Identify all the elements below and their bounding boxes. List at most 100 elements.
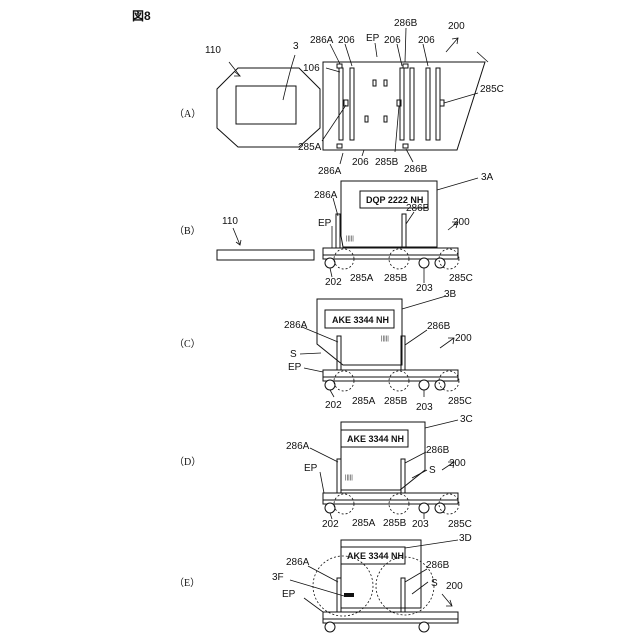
label-285B-b: 285B (384, 273, 408, 284)
label-285A-c: 285A (352, 396, 376, 407)
label-ep-b: EP (318, 218, 332, 229)
wheel (325, 380, 335, 390)
label-286B-a-bottom: 286B (404, 164, 428, 175)
label-286A-b: 286A (314, 190, 338, 201)
label-200-e: 200 (446, 581, 463, 592)
panel-e-label: （E） (174, 577, 200, 589)
label-286A-a-bottom: 286A (318, 166, 342, 177)
code-mark-3A: ||||| (346, 236, 354, 242)
pallet-edge (477, 52, 488, 62)
hole (373, 80, 376, 86)
label-286B-d: 286B (426, 445, 450, 456)
wheel (325, 622, 335, 632)
panel-b-label: （B） (174, 225, 201, 237)
label-206-a-2: 206 (384, 35, 401, 46)
label-200-a: 200 (448, 21, 465, 32)
stop-286A-bottom (337, 144, 342, 148)
rail-206-6 (436, 68, 440, 140)
dolly-110-side (217, 250, 314, 260)
leader-286A-bottom (340, 153, 343, 164)
leader-202-c (330, 390, 334, 397)
label-202-c: 202 (325, 400, 342, 411)
label-285A-b: 285A (350, 273, 374, 284)
stop-286A-b (336, 214, 340, 248)
wheel (435, 503, 445, 513)
label-202-b: 202 (325, 277, 342, 288)
leader-3B (402, 296, 446, 309)
panel-c-label: （C） (174, 338, 201, 350)
label-ep-e: EP (282, 589, 296, 600)
label-3A: 3A (481, 172, 494, 183)
stop-286B-top (403, 64, 408, 68)
leader-200-c (440, 338, 454, 348)
stop-286B-b (402, 214, 406, 248)
panel-a-dolly-top-view: 110 3 (205, 18, 504, 177)
leader-3C (425, 420, 458, 428)
label-285C-c: 285C (448, 396, 472, 407)
label-286A-a-top: 286A (310, 35, 334, 46)
stop-286A-top (337, 64, 342, 68)
label-285C-d: 285C (448, 519, 472, 530)
leader-s-d (412, 470, 427, 478)
tag-3F (344, 593, 354, 597)
label-ep-d: EP (304, 463, 318, 474)
label-285A-d: 285A (352, 518, 376, 529)
leader-286B-top (405, 28, 406, 62)
stop-286B-e (401, 578, 405, 612)
wheel (325, 258, 335, 268)
stop-286A-c (337, 336, 341, 370)
leader-206-right (423, 44, 428, 66)
label-285B-d: 285B (383, 518, 407, 529)
rail-206-5 (426, 68, 430, 140)
label-200-b: 200 (453, 217, 470, 228)
wheel (419, 622, 429, 632)
container-3B (317, 299, 402, 365)
label-203-b: 203 (416, 283, 433, 294)
leader-200-a (446, 38, 458, 52)
pallet-ep-e (323, 612, 458, 619)
cart-200-e (323, 619, 458, 623)
wheel (419, 380, 429, 390)
label-202-d: 202 (322, 519, 339, 530)
plate-text-3B: AKE 3344 NH (332, 315, 389, 325)
detail-circle-left (313, 556, 373, 616)
label-203-c: 203 (416, 402, 433, 413)
label-3C: 3C (460, 414, 473, 425)
label-110-a: 110 (205, 45, 221, 56)
leader-s-c (300, 353, 321, 354)
leader-ep-d (320, 472, 324, 493)
leader-110 (229, 62, 240, 76)
label-206-a-4: 206 (352, 157, 369, 168)
label-285C-a: 285C (480, 84, 504, 95)
wheel (435, 380, 445, 390)
leader-285A-a (322, 105, 346, 141)
leader-286A-top (330, 44, 340, 64)
container-3-outline (236, 86, 296, 124)
plate-text-3C: AKE 3344 NH (347, 434, 404, 444)
hole (384, 80, 387, 86)
label-286B-c: 286B (427, 321, 451, 332)
leader-286A-e (308, 566, 338, 582)
label-ep-c: EP (288, 362, 302, 373)
label-ep-a: EP (366, 33, 380, 44)
label-s-d: S (429, 465, 436, 476)
label-200-d: 200 (449, 458, 466, 469)
stop-286A-d (337, 459, 341, 493)
leader-285B-a (395, 106, 399, 152)
leader-286B-d (405, 452, 426, 463)
label-3: 3 (293, 41, 299, 52)
label-286A-c: 286A (284, 320, 308, 331)
leader-286B-bottom (406, 149, 413, 162)
panel-a-label: （A） (174, 108, 201, 120)
leader-206-top (345, 44, 352, 66)
panel-b-side-view: 110 DQP 2222 NH ||||| 3A 286A 286B EP 20… (217, 172, 494, 294)
label-206-a-1: 206 (338, 35, 355, 46)
dolly-octagon (217, 68, 320, 147)
leader-3D (405, 540, 458, 548)
label-200-c: 200 (455, 333, 472, 344)
label-286B-a-top: 286B (394, 18, 418, 29)
leader-286A-c (302, 327, 338, 342)
label-285B-a: 285B (375, 157, 399, 168)
container-3C (341, 422, 425, 490)
